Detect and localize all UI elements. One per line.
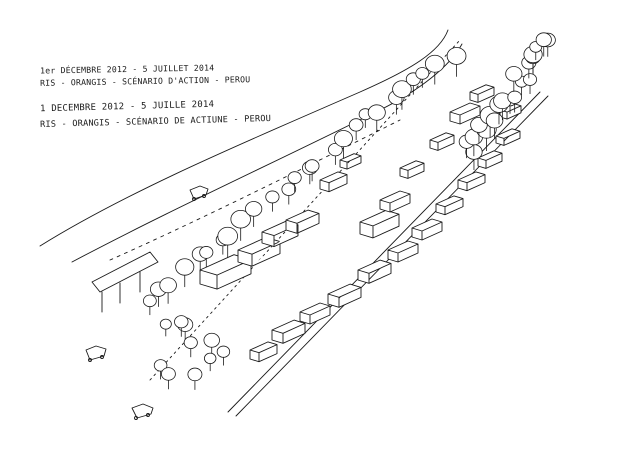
cabin-4: [388, 241, 418, 262]
tree-15: [328, 143, 342, 165]
cabin-3: [358, 260, 391, 283]
highway-outer-edge: [40, 30, 448, 246]
tree-12: [288, 172, 301, 193]
tree-19: [368, 105, 385, 132]
tree-25: [447, 47, 466, 76]
cabin-13: [320, 172, 347, 192]
highway-lane-line: [110, 120, 400, 260]
tree-5: [200, 246, 213, 267]
tree-38: [506, 66, 522, 91]
tree-14: [305, 160, 319, 182]
cabin-7: [458, 172, 485, 191]
tree-39: [523, 74, 536, 94]
tree-2: [160, 278, 177, 304]
tree-54: [161, 368, 175, 390]
tree-10: [266, 191, 279, 212]
cabin-14: [400, 161, 424, 179]
cabin-10: [250, 342, 277, 362]
cabin-18: [286, 210, 319, 233]
cabin-9: [496, 129, 520, 146]
tree-0: [143, 295, 156, 315]
overpass: [92, 252, 158, 292]
highway-inner-edge: [72, 44, 462, 262]
cabin-20: [470, 85, 494, 103]
cabin-6: [436, 196, 463, 215]
cabin-21: [430, 133, 454, 151]
car-2: [86, 346, 106, 362]
tree-23: [416, 68, 429, 88]
terrain-line-1: [228, 92, 540, 412]
car-3: [132, 404, 153, 420]
tree-50: [160, 319, 171, 336]
tree-45: [536, 33, 551, 57]
cabin-12: [380, 191, 410, 212]
tree-11: [282, 183, 296, 204]
tree-8: [231, 210, 251, 240]
cabin-0: [272, 320, 305, 343]
cabin-2: [328, 284, 361, 307]
tree-55: [188, 368, 202, 390]
tree-9: [245, 201, 261, 226]
car-1: [190, 186, 208, 201]
tree-16: [334, 130, 352, 158]
tree-52: [184, 337, 197, 358]
tree-21: [393, 81, 412, 110]
overpass-pillars: [102, 272, 140, 312]
tree-24: [425, 55, 444, 84]
tree-48: [204, 353, 216, 371]
cabin-8: [478, 151, 502, 169]
cabin-22: [340, 154, 361, 169]
tree-36: [508, 91, 522, 112]
cabin-11: [360, 210, 399, 238]
tree-3: [176, 259, 194, 287]
cabin-5: [412, 219, 442, 240]
tree-7: [218, 227, 238, 258]
terrain-line-3: [150, 40, 460, 380]
tree-17: [349, 119, 363, 140]
tree-46: [154, 360, 167, 380]
tree-53: [217, 346, 230, 365]
tree-51: [174, 316, 188, 337]
cabin-1: [300, 303, 330, 324]
